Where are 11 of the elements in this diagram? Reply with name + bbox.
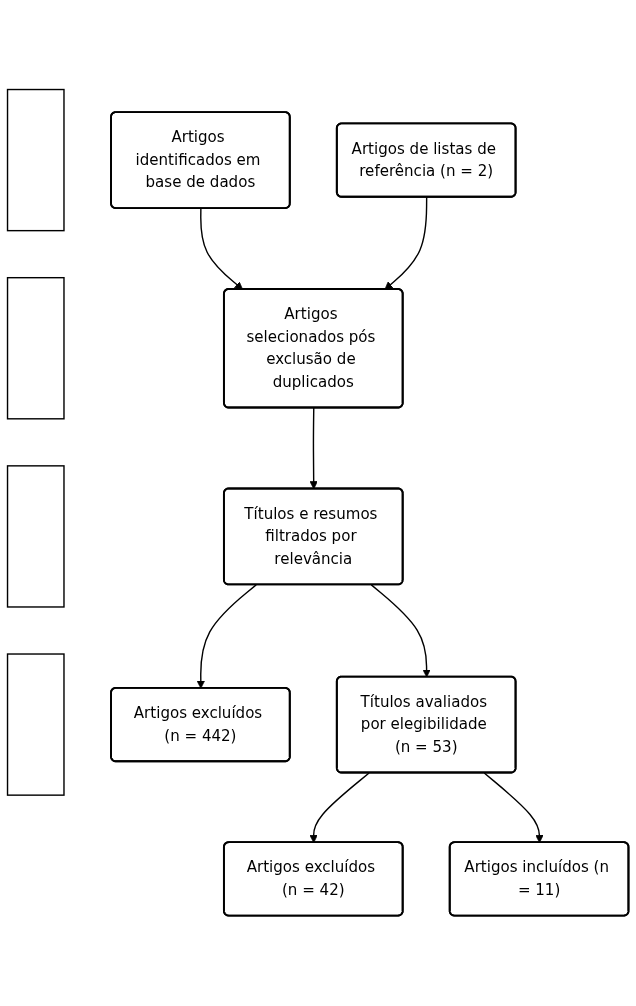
node-bar (6, 277, 65, 420)
arrow (200, 208, 243, 291)
arrow (483, 772, 544, 844)
arrow (196, 584, 257, 690)
node-bar (6, 89, 65, 232)
arrow (384, 197, 428, 291)
arrow (309, 772, 370, 844)
node-bar (6, 653, 65, 797)
node-bar (6, 465, 65, 609)
arrow (370, 584, 431, 678)
arrow (309, 407, 318, 490)
